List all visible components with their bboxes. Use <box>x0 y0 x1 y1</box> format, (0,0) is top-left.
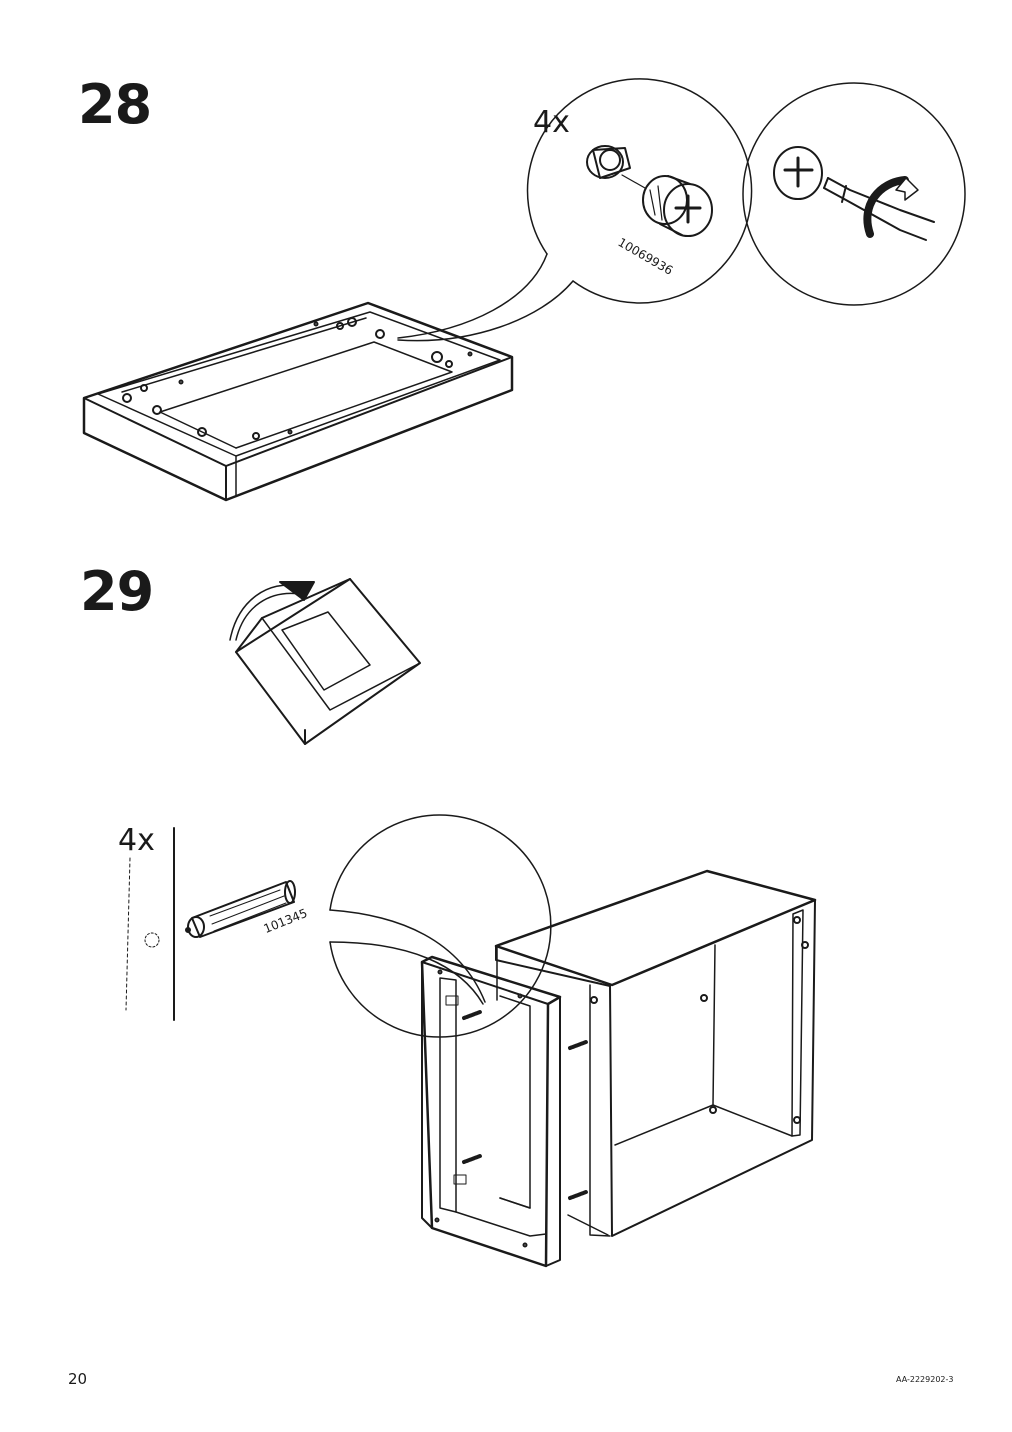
quantity-label: 4x <box>118 823 155 858</box>
dowel-detail-callout <box>126 815 551 1037</box>
cam-lock-fitting-icon <box>587 146 712 236</box>
rotate-arrow-icon <box>230 582 314 640</box>
cam-lock-detail-callout <box>398 79 752 341</box>
screwdriver-detail-callout <box>743 83 965 305</box>
step-number: 29 <box>80 560 154 623</box>
wooden-dowel-icon <box>186 881 295 937</box>
base-frame-illustration <box>84 303 512 500</box>
turn-arrow-icon <box>867 178 918 234</box>
document-id: AA-2229202-3 <box>896 1375 954 1384</box>
flip-frame-illustration <box>236 579 420 744</box>
cabinet-box-illustration <box>496 871 815 1236</box>
front-frame-illustration <box>422 957 560 1266</box>
screwdriver-icon <box>774 147 934 240</box>
quantity-label: 4x <box>533 105 570 140</box>
page-number: 20 <box>68 1370 88 1388</box>
step-number: 28 <box>78 73 152 136</box>
